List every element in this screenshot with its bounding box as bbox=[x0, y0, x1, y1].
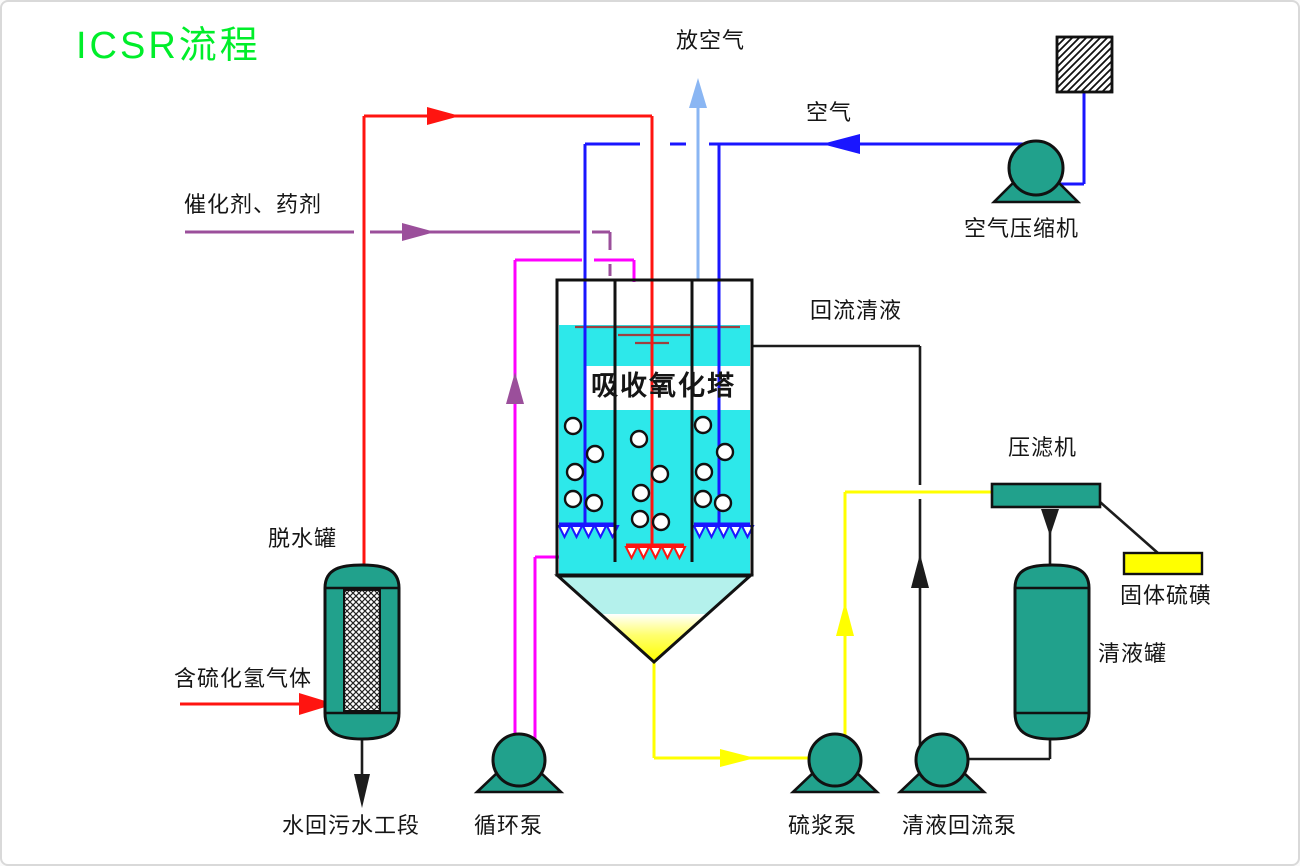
label-vent-air: 放空气 bbox=[676, 28, 746, 53]
label-reflux-liquid: 回流清液 bbox=[810, 298, 903, 323]
label-air: 空气 bbox=[806, 100, 853, 125]
tower-walls bbox=[554, 278, 754, 665]
label-catalyst: 催化剂、药剂 bbox=[184, 192, 323, 217]
pipe-water-outlet bbox=[354, 739, 370, 808]
air-filter-box bbox=[1055, 35, 1114, 94]
clear-liquid-tank-vessel bbox=[1013, 563, 1091, 741]
solid-sulfur-box bbox=[1122, 551, 1204, 576]
clear-liquid-reflux-pump-shape bbox=[896, 732, 988, 794]
sparger-red bbox=[624, 546, 687, 561]
pipe-vent-air bbox=[689, 78, 707, 280]
arrow-slurry-up bbox=[836, 602, 854, 636]
pipe-filter-press-lines bbox=[964, 501, 1160, 761]
air-compressor-pump bbox=[990, 139, 1082, 204]
dehydration-tank-vessel bbox=[323, 563, 401, 741]
pipe-sulfur-slurry bbox=[652, 490, 994, 767]
dehydration-packing bbox=[343, 589, 381, 712]
pipe-catalyst bbox=[185, 223, 612, 276]
tower-label-band bbox=[586, 366, 750, 410]
tower-cone-outline bbox=[554, 574, 754, 665]
label-clear-liquid-reflux-pump: 清液回流泵 bbox=[902, 813, 1018, 838]
filter-press-body bbox=[990, 482, 1102, 509]
label-air-compressor: 空气压缩机 bbox=[964, 216, 1080, 241]
label-tower: 吸收氧化塔 bbox=[591, 371, 736, 401]
label-sulfur-slurry-pump: 硫浆泵 bbox=[788, 813, 858, 838]
label-clear-liquid-tank: 清液罐 bbox=[1098, 641, 1168, 666]
label-solid-sulfur: 固体硫磺 bbox=[1120, 583, 1213, 608]
diagram-title: ICSR流程 bbox=[76, 25, 261, 67]
arrow-air bbox=[822, 134, 860, 154]
arrow-catalyst bbox=[402, 223, 435, 241]
tower-cone-sulfur bbox=[599, 614, 709, 661]
pipe-h2s-gas bbox=[180, 107, 687, 715]
tower-bubbles bbox=[563, 415, 735, 532]
arrow-press-down bbox=[1041, 509, 1059, 536]
label-filter-press: 压滤机 bbox=[1008, 435, 1078, 460]
arrow-circulation-up bbox=[506, 372, 524, 404]
arrow-reflux-up bbox=[911, 554, 929, 588]
arrow-h2s-inlet bbox=[299, 693, 335, 715]
label-water-to-sewage: 水回污水工段 bbox=[282, 813, 421, 838]
arrow-slurry bbox=[720, 749, 755, 767]
sulfur-slurry-pump-shape bbox=[789, 732, 881, 794]
label-dehydration-tank: 脱水罐 bbox=[268, 526, 338, 551]
label-circulation-pump: 循环泵 bbox=[474, 813, 544, 838]
circulation-pump-shape bbox=[473, 732, 565, 794]
sparger-blue-right bbox=[692, 525, 755, 540]
pipe-circulation bbox=[506, 258, 636, 747]
pipe-reflux-clear-liquid bbox=[752, 344, 929, 747]
label-h2s-gas: 含硫化氢气体 bbox=[174, 666, 313, 691]
arrow-gas-top bbox=[427, 107, 460, 125]
arrow-water-down bbox=[354, 774, 370, 808]
arrow-vent-air bbox=[689, 78, 707, 108]
